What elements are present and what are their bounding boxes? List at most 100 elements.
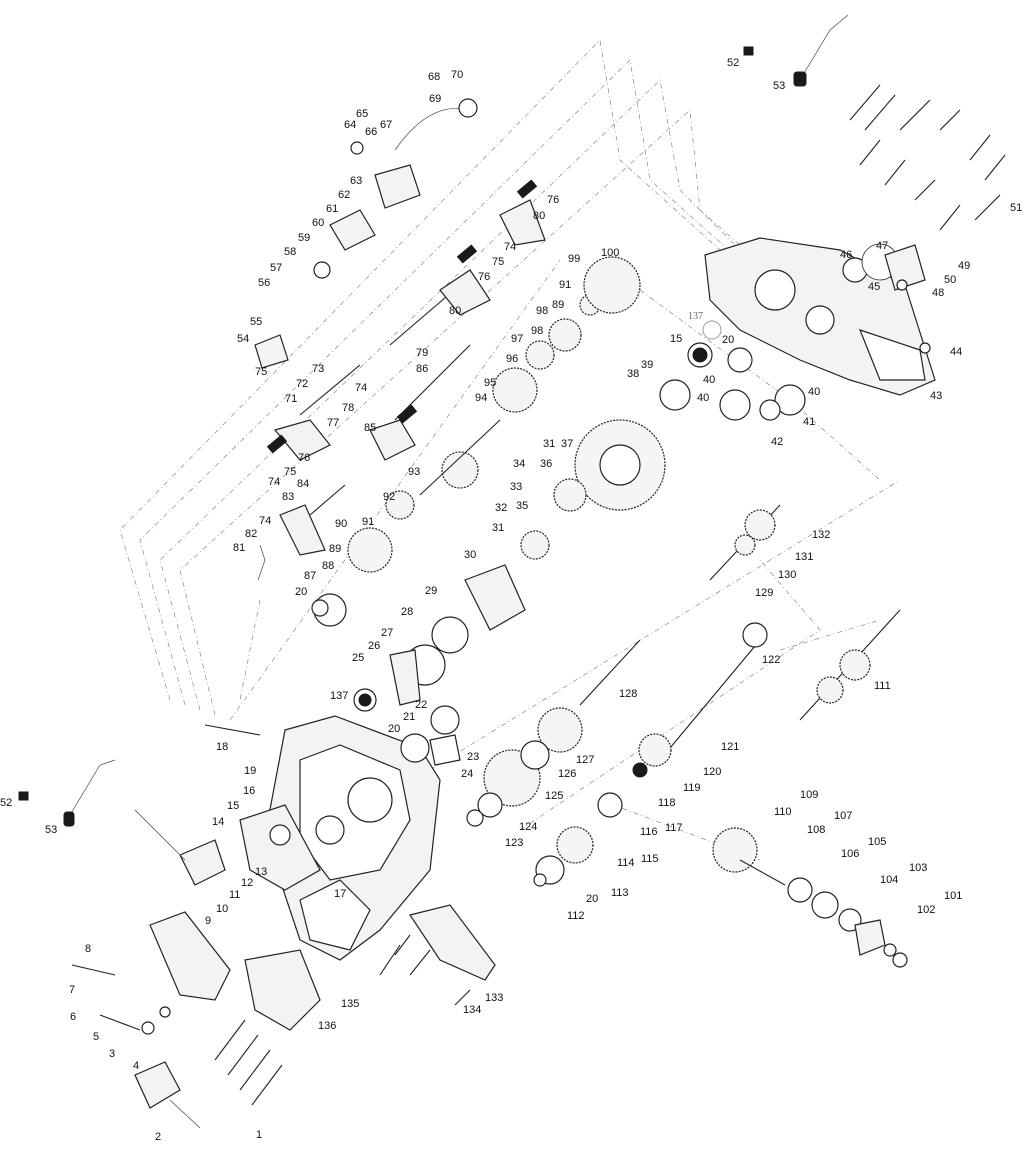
part-callout-20: 20 <box>586 893 599 905</box>
part-callout-80: 80 <box>533 210 546 222</box>
part-callout-74: 74 <box>355 382 368 394</box>
part-callout-faint-137: 137 <box>688 311 703 322</box>
part-callout-102: 102 <box>917 904 936 916</box>
part-callout-100: 100 <box>601 247 620 259</box>
part-callout-87: 87 <box>304 570 317 582</box>
part-callout-130: 130 <box>778 569 797 581</box>
part-callout-132: 132 <box>812 529 831 541</box>
part-callout-56: 56 <box>258 277 271 289</box>
output-shaft <box>712 827 908 968</box>
part-callout-63: 63 <box>350 175 363 187</box>
part-callout-75: 75 <box>492 256 505 268</box>
part-callout-131: 131 <box>795 551 814 563</box>
part-callout-41: 41 <box>803 416 816 428</box>
actuators <box>134 164 421 1129</box>
part-callout-88: 88 <box>322 560 335 572</box>
part-callout-112: 112 <box>567 910 585 922</box>
part-callout-98: 98 <box>536 305 549 317</box>
part-callout-38: 38 <box>627 368 640 380</box>
part-callout-94: 94 <box>475 392 488 404</box>
part-callout-129: 129 <box>755 587 774 599</box>
part-callout-134: 134 <box>463 1004 482 1016</box>
part-callout-85: 85 <box>364 422 377 434</box>
part-callout-45: 45 <box>868 281 881 293</box>
part-callout-74: 74 <box>268 476 281 488</box>
part-callout-83: 83 <box>282 491 295 503</box>
part-callout-64: 64 <box>344 119 357 131</box>
part-callout-69: 69 <box>429 93 442 105</box>
part-callout-20: 20 <box>388 723 401 735</box>
part-callout-23: 23 <box>467 751 480 763</box>
part-callout-20: 20 <box>295 586 308 598</box>
part-callout-91: 91 <box>362 516 375 528</box>
part-callout-32: 32 <box>495 502 508 514</box>
part-callout-74: 74 <box>259 515 272 527</box>
part-callout-74: 74 <box>504 241 517 253</box>
part-callout-73: 73 <box>312 363 325 375</box>
part-callout-48: 48 <box>932 287 945 299</box>
part-callout-15: 15 <box>227 800 240 812</box>
part-callout-14: 14 <box>212 816 225 828</box>
part-callout-113: 113 <box>611 887 629 899</box>
part-callout-24: 24 <box>461 768 474 780</box>
part-callout-16: 16 <box>243 785 256 797</box>
part-callout-66: 66 <box>365 126 378 138</box>
part-callout-31: 31 <box>543 438 556 450</box>
part-callout-29: 29 <box>425 585 438 597</box>
part-callout-104: 104 <box>880 874 899 886</box>
part-callout-65: 65 <box>356 108 369 120</box>
part-callout-77: 77 <box>327 417 340 429</box>
part-callout-124: 124 <box>519 821 538 833</box>
part-callout-3: 3 <box>109 1048 116 1060</box>
part-callout-117: 117 <box>665 822 683 834</box>
part-callout-50: 50 <box>944 274 957 286</box>
part-callout-22: 22 <box>415 699 428 711</box>
differential <box>353 419 666 712</box>
part-callout-27: 27 <box>381 627 394 639</box>
bolts-lower <box>71 964 283 1106</box>
part-callout-8: 8 <box>85 943 92 955</box>
part-callout-21: 21 <box>403 711 416 723</box>
part-callout-75: 75 <box>255 366 268 378</box>
part-callout-125: 125 <box>545 790 564 802</box>
part-callout-126: 126 <box>558 768 577 780</box>
mainshaft-gears <box>311 256 641 627</box>
part-callout-97: 97 <box>511 333 524 345</box>
side-covers <box>149 804 321 1031</box>
part-callout-99: 99 <box>568 253 581 265</box>
part-callout-57: 57 <box>270 262 283 274</box>
countershaft-right <box>638 342 901 767</box>
part-callout-90: 90 <box>335 518 348 530</box>
part-callout-95: 95 <box>484 377 497 389</box>
part-callout-5: 5 <box>93 1031 100 1043</box>
part-callout-84: 84 <box>297 478 310 490</box>
part-callout-136: 136 <box>318 1020 337 1032</box>
part-callout-80: 80 <box>449 305 462 317</box>
part-callout-92: 92 <box>383 491 396 503</box>
part-callout-114: 114 <box>617 857 635 869</box>
part-callout-98: 98 <box>531 325 544 337</box>
part-callout-91: 91 <box>559 279 572 291</box>
part-callout-34: 34 <box>513 458 526 470</box>
part-callout-9: 9 <box>205 915 212 927</box>
part-callout-89: 89 <box>329 543 342 555</box>
part-callout-68: 68 <box>428 71 441 83</box>
part-callout-118: 118 <box>658 797 676 809</box>
part-callout-79: 79 <box>416 347 429 359</box>
part-callout-86: 86 <box>416 363 429 375</box>
part-callout-12: 12 <box>241 877 254 889</box>
part-callout-26: 26 <box>368 640 381 652</box>
part-callout-10: 10 <box>216 903 229 915</box>
part-callout-46: 46 <box>840 249 853 261</box>
part-callout-135: 135 <box>341 998 360 1010</box>
part-callout-55: 55 <box>250 316 263 328</box>
part-callout-103: 103 <box>909 862 928 874</box>
bracket-bolts <box>204 724 471 1006</box>
part-callout-75: 75 <box>284 466 297 478</box>
bolts-upper <box>849 84 1006 231</box>
part-callout-108: 108 <box>807 824 826 836</box>
part-callout-60: 60 <box>312 217 325 229</box>
part-callout-42: 42 <box>771 436 784 448</box>
